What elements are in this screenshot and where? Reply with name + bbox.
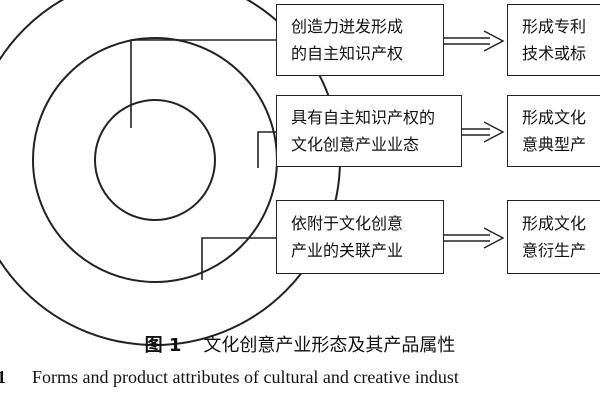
left-box-2-line-1: 具有自主知识产权的 bbox=[291, 108, 436, 127]
right-box-3-line-1: 形成文化 bbox=[522, 214, 587, 233]
right-box-2-line-2: 意典型产 bbox=[522, 135, 587, 154]
middle-circle bbox=[32, 37, 278, 283]
leader-line-2 bbox=[257, 131, 276, 168]
left-box-3: 依附于文化创意 产业的关联产业 bbox=[276, 200, 444, 274]
left-box-1-line-2: 的自主知识产权 bbox=[291, 44, 404, 63]
figure-number-english: 1 bbox=[0, 367, 6, 387]
right-box-1-line-2: 技术或标 bbox=[522, 44, 587, 63]
figure-label: 图 1 bbox=[144, 335, 182, 356]
right-box-2: 形成文化 意典型产 bbox=[507, 95, 600, 167]
left-box-3-line-1: 依附于文化创意 bbox=[291, 214, 404, 233]
right-box-2-line-1: 形成文化 bbox=[522, 108, 587, 127]
leader-line-3 bbox=[201, 237, 276, 280]
right-box-3-line-2: 意衍生产 bbox=[522, 241, 587, 260]
right-box-1: 形成专利 技术或标 bbox=[507, 4, 600, 76]
figure-title-english: Forms and product attributes of cultural… bbox=[32, 367, 459, 387]
left-box-2-line-2: 文化创意产业业态 bbox=[291, 135, 420, 154]
figure-caption-english: 1 Forms and product attributes of cultura… bbox=[0, 367, 600, 388]
double-arrow-1 bbox=[444, 30, 505, 52]
figure-caption-chinese: 图 1 文化创意产业形态及其产品属性 bbox=[0, 331, 600, 357]
figure-title: 文化创意产业形态及其产品属性 bbox=[203, 335, 456, 356]
left-box-2: 具有自主知识产权的 文化创意产业业态 bbox=[276, 95, 462, 167]
right-box-1-line-1: 形成专利 bbox=[522, 17, 587, 36]
left-box-1-line-1: 创造力迸发形成 bbox=[291, 17, 404, 36]
leader-line-1 bbox=[130, 39, 276, 128]
right-box-3: 形成文化 意衍生产 bbox=[507, 200, 600, 274]
double-arrow-2 bbox=[462, 121, 505, 143]
left-box-1: 创造力迸发形成 的自主知识产权 bbox=[276, 4, 444, 76]
double-arrow-3 bbox=[444, 227, 505, 249]
inner-circle bbox=[94, 99, 216, 221]
left-box-3-line-2: 产业的关联产业 bbox=[291, 241, 404, 260]
